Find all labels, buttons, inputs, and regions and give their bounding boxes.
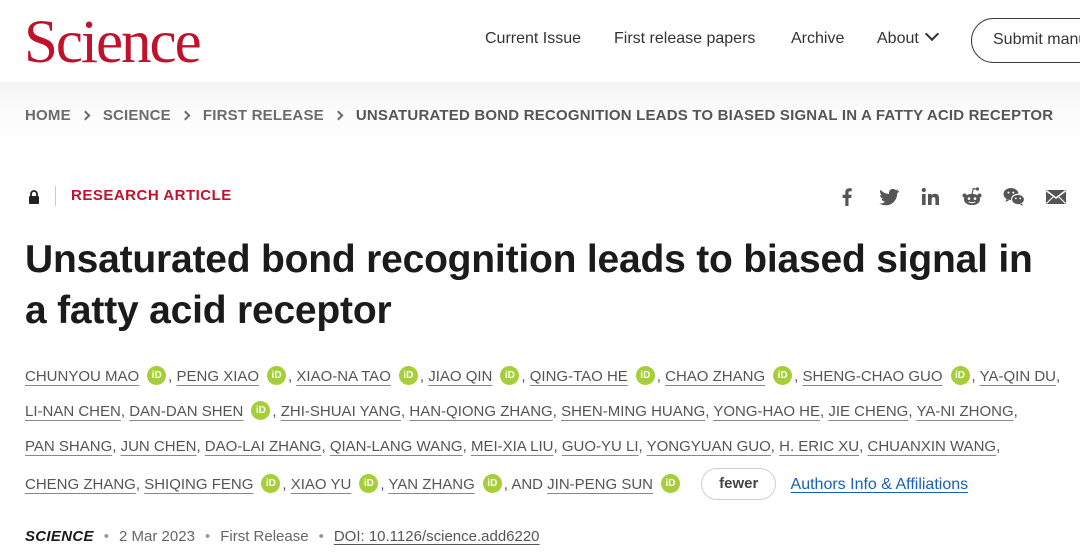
breadcrumb-current: UNSATURATED BOND RECOGNITION LEADS TO BI… [355,107,1054,124]
chevron-right-icon [333,110,344,121]
author-link[interactable]: XIAO-NA TAO [296,368,391,385]
article-type-label: RESEARCH ARTICLE [71,187,232,204]
author-link[interactable]: SHEN-MING HUANG [561,403,706,420]
chevron-right-icon [180,110,191,121]
nav-current-issue[interactable]: Current Issue [485,30,582,47]
orcid-icon[interactable]: iD [359,473,379,493]
orcid-icon[interactable]: iD [661,473,680,493]
author-link[interactable]: YAN ZHANG [388,476,475,493]
breadcrumb: HOME SCIENCE FIRST RELEASE UNSATURATED B… [25,107,1053,124]
and-label: AND [511,476,543,493]
author-line-3: PAN SHANG, JUN CHEN, DAO-LAI ZHANG, QIAN… [25,438,1001,455]
author-link[interactable]: CHENG ZHANG [25,476,136,493]
orcid-icon[interactable]: iD [267,365,287,385]
twitter-icon[interactable] [877,185,901,209]
author-link[interactable]: CHUNYOU MAO [25,368,140,385]
author-link[interactable]: QING-TAO HE [529,368,628,385]
title-line-1: Unsaturated bond recognition leads to bi… [25,238,1033,281]
author-link[interactable]: DAO-LAI ZHANG [204,438,322,455]
author-link[interactable]: HAN-QIONG ZHANG [409,403,553,420]
author-link[interactable]: H. ERIC XU [779,438,860,455]
orcid-icon[interactable]: iD [398,365,418,385]
meta-separator: • [204,528,211,545]
chevron-right-icon [80,110,91,121]
journal-name[interactable]: SCIENCE [25,528,94,545]
submit-manuscript-button[interactable]: Submit manuscript [971,18,1080,63]
author-link[interactable]: MEI-XIA LIU [470,438,554,455]
site-header: Science Current Issue First release pape… [0,0,1080,82]
author-link[interactable]: YONG-HAO HE [713,403,820,420]
chevron-down-icon [924,26,939,42]
breadcrumb-first-release[interactable]: FIRST RELEASE [202,107,324,124]
author-link[interactable]: YA-NI ZHONG [916,403,1014,420]
meta-separator: • [318,528,324,545]
breadcrumb-home[interactable]: HOME [25,107,71,124]
email-icon[interactable] [1044,185,1068,209]
orcid-icon[interactable]: iD [251,400,271,420]
author-link[interactable]: YA-QIN DU [979,368,1056,385]
author-link[interactable]: CHUANXIN WANG [867,438,997,455]
author-link[interactable]: LI-NAN CHEN [25,403,121,420]
orcid-icon[interactable]: iD [261,473,281,493]
author-link[interactable]: DAN-DAN SHEN [129,403,244,420]
orcid-icon[interactable]: iD [500,365,520,385]
reddit-icon[interactable] [960,185,984,209]
author-link[interactable]: JIE CHENG [828,403,909,420]
author-link[interactable]: JIAO QIN [428,368,493,385]
science-logo[interactable]: Science [24,9,202,76]
article-meta: SCIENCE • 2 Mar 2023 • First Release • DOI: 10… [25,528,540,545]
breadcrumb-science[interactable]: SCIENCE [102,107,171,124]
nav-about[interactable]: About [877,26,939,48]
author-link[interactable]: CHAO ZHANG [665,368,766,385]
nav-about-label: About [877,30,919,47]
meta-separator: • [103,528,110,545]
author-link[interactable]: YONGYUAN GUO [646,438,771,455]
orcid-icon[interactable]: iD [482,473,502,493]
doi-link[interactable]: DOI: 10.1126/science.add6220 [333,528,540,545]
kind-divider [55,186,56,206]
authors-info-affiliations-link[interactable]: Authors Info & Affiliations [790,476,969,493]
facebook-icon[interactable] [835,185,859,209]
author-link[interactable]: JIN-PENG SUN [547,476,653,493]
author-link[interactable]: SHENG-CHAO GUO [802,368,943,385]
nav-first-release-papers[interactable]: First release papers [614,30,756,47]
linkedin-icon[interactable] [919,185,943,209]
orcid-icon[interactable]: iD [147,365,167,385]
title-line-2: a fatty acid receptor [25,289,392,332]
author-link[interactable]: ZHI-SHUAI YANG [280,403,402,420]
author-link[interactable]: JUN CHEN [120,438,197,455]
wechat-icon[interactable] [1002,185,1026,209]
author-link[interactable]: SHIQING FENG [144,476,254,493]
publication-date: 2 Mar 2023 [119,528,195,545]
orcid-icon[interactable]: iD [950,365,970,385]
lock-icon [29,190,39,204]
release-label: First Release [220,528,309,545]
author-link[interactable]: GUO-YU LI [561,438,639,455]
orcid-icon[interactable]: iD [773,365,793,385]
author-link[interactable]: QIAN-LANG WANG [329,438,463,455]
author-link[interactable]: XIAO YU [290,476,352,493]
orcid-icon[interactable]: iD [635,365,655,385]
breadcrumb-band [0,82,1080,148]
nav-archive[interactable]: Archive [791,30,845,47]
author-link[interactable]: PAN SHANG [25,438,113,455]
article-title: Unsaturated bond recognition leads to bi… [25,234,1065,336]
fewer-authors-button[interactable]: fewer [701,468,777,501]
author-link[interactable]: PENG XIAO [176,368,260,385]
